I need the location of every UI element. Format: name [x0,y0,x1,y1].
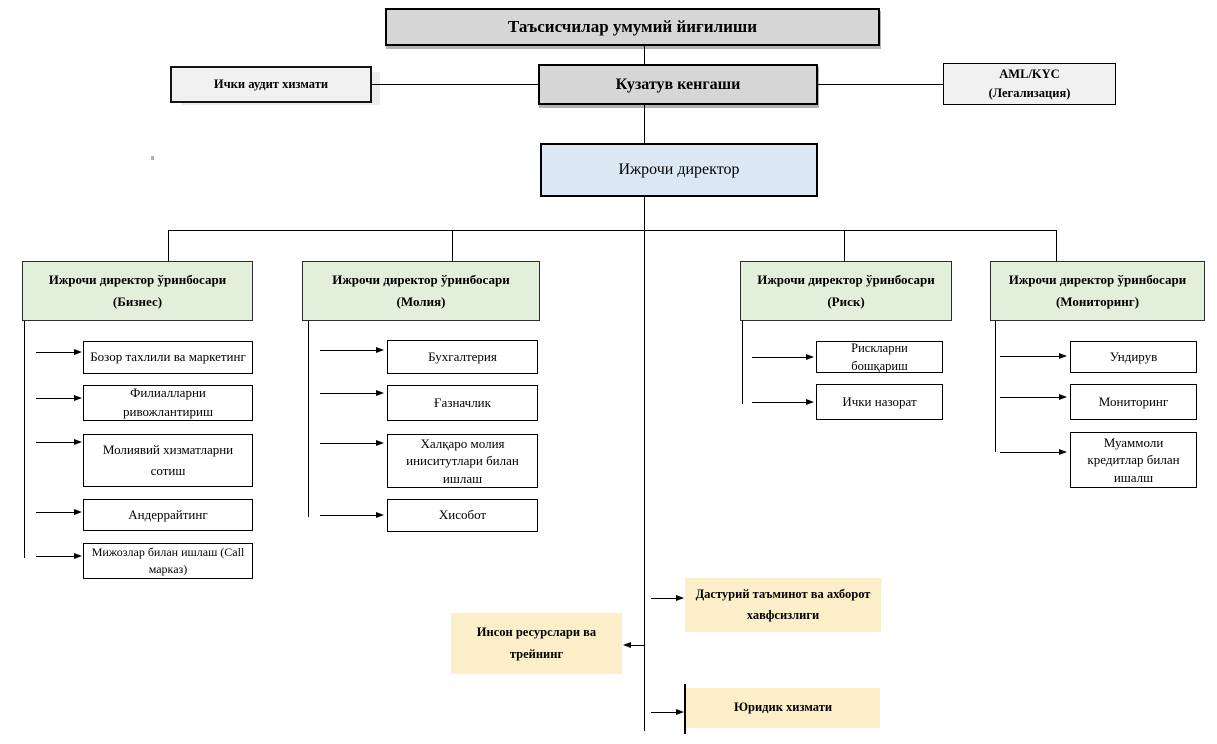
arrow-finance-3 [320,440,384,446]
node-deputy-finance: Ижрочи директор ўринбосари (Молия) [302,261,540,321]
arrow-monitoring-2 [1000,394,1067,400]
node-unit-market-analysis: Бозор тахлили ва маркетинг [83,341,253,374]
node-unit-hr-training: Инсон ресурслари ва трейнинг [451,613,622,674]
arrow-finance-2 [320,390,384,396]
node-unit-internal-control: Ички назорат [816,384,943,420]
aml-kyc-line2: (Легализация) [988,86,1071,100]
node-unit-international-finance: Халқаро молия иниситутлари билан ишлаш [387,434,538,488]
node-unit-collection: Ундирув [1070,341,1197,373]
node-unit-financial-services-sales: Молиявий хизматларни сотиш [83,434,253,487]
node-deputy-business: Ижрочи директор ўринбосари (Бизнес) [22,261,253,321]
aml-kyc-line1: AML/KYC [999,67,1060,82]
node-unit-reporting: Хисобот [387,499,538,532]
node-unit-call-center: Мижозлар билан ишлаш (Call марказ) [83,543,253,579]
connector-audit-board [372,84,538,85]
arrow-finance-1 [320,347,384,353]
connector-drop-finance [452,230,453,261]
node-unit-monitoring: Мониторинг [1070,384,1197,420]
stray-mark [151,156,154,160]
deputy-risk-title: Ижрочи директор ўринбосари [757,271,935,287]
connector-risk-column [742,321,743,404]
connector-drop-risk [844,230,845,261]
arrow-business-1 [36,349,82,355]
arrow-monitoring-3 [1000,449,1067,455]
deputy-risk-sub: (Риск) [827,294,865,309]
connector-board-aml [818,84,943,85]
arrow-business-2 [36,395,82,401]
connector-drop-business [168,230,169,261]
deputy-monitoring-title: Ижрочи директор ўринбосари [1008,271,1187,287]
node-unit-underwriting: Андеррайтинг [83,499,253,531]
arrow-monitoring-1 [1000,353,1067,359]
node-unit-accounting: Бухгалтерия [387,340,538,374]
node-unit-risk-management: Рискларни бошқариш [816,341,943,373]
connector-central-spine [644,230,645,731]
deputy-business-sub: (Бизнес) [112,294,163,309]
node-unit-legal-service: Юридик хизмати [686,688,880,728]
connector-director-splitter [644,197,645,230]
connector-splitter [168,230,1057,231]
node-aml-kyc: AML/KYC (Легализация) [943,63,1116,105]
arrow-business-3 [36,439,82,445]
connector-drop-monitoring [1056,230,1057,261]
arrow-business-4 [36,509,82,515]
arrow-finance-4 [320,512,384,518]
legal-box-left-bar [684,684,686,734]
arrow-risk-1 [752,354,814,360]
node-internal-audit: Ички аудит хизмати [170,66,372,103]
arrow-software-infosec [651,595,684,601]
node-executive-director: Ижрочи директор [540,143,818,197]
node-deputy-risk: Ижрочи директор ўринбосари (Риск) [740,261,952,321]
deputy-finance-title: Ижрочи директор ўринбосари [332,271,510,287]
connector-board-director [644,105,645,143]
node-unit-treasury: Ғазначлик [387,385,538,421]
arrow-hr-training [623,642,645,648]
arrow-risk-2 [752,399,814,405]
deputy-business-title: Ижрочи директор ўринбосари [48,271,227,287]
deputy-monitoring-sub: (Мониторинг) [1055,294,1140,309]
node-supervisory-board: Кузатув кенгаши [538,64,818,105]
node-unit-problem-loans: Муаммоли кредитлар билан ишалш [1070,432,1197,488]
node-unit-branch-development: Филиалларни ривожлантириш [83,385,253,421]
arrow-legal-service [651,709,684,715]
connector-founders-board [644,46,645,64]
arrow-business-5 [36,553,82,559]
connector-monitoring-column [995,321,996,452]
node-unit-software-infosec: Дастурий таъминот ва ахборот хавфсизлиги [685,578,881,632]
node-deputy-monitoring: Ижрочи директор ўринбосари (Мониторинг) [990,261,1205,321]
connector-business-column [24,321,25,558]
connector-finance-column [308,321,309,517]
node-founders-meeting: Таъсисчилар умумий йиғилиши [385,8,880,46]
deputy-finance-sub: (Молия) [396,294,446,309]
